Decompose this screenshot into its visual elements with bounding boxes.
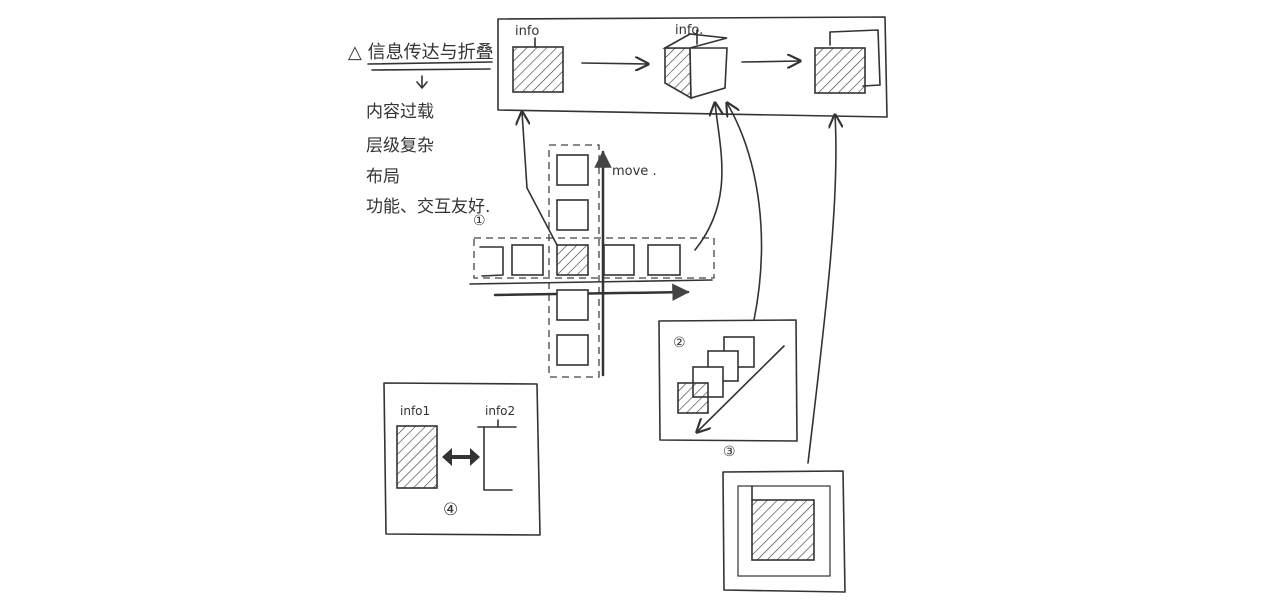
compare-diagram [383, 382, 541, 536]
notes-item: 功能、交互友好. [366, 197, 491, 217]
swap-arrow-icon [442, 448, 480, 466]
move-label: move . [612, 164, 657, 179]
grid-card [647, 244, 681, 276]
info-cube [661, 29, 728, 100]
flow-label-info-cube: info. [675, 23, 704, 38]
notes-item: 布局 [366, 167, 400, 187]
flow-arrow-2 [741, 61, 800, 62]
info-card-stacked [814, 29, 881, 94]
notes-title: △ 信息传达与折叠 [348, 42, 494, 63]
notes-underline [367, 61, 493, 89]
fullscreen-diagram [722, 470, 846, 593]
marker-4: ④ [443, 500, 459, 520]
flow-label-info: info [515, 24, 540, 39]
grid-card [511, 244, 544, 276]
info-card-hatched [512, 46, 564, 93]
grid-card [556, 289, 589, 321]
top-flow-frame [497, 16, 888, 118]
grid-card [556, 199, 589, 231]
marker-3: ③ [723, 444, 736, 460]
cross-diagram [469, 144, 715, 378]
notes-item: 内容过载 [366, 102, 434, 122]
compare-label-info1: info1 [400, 404, 431, 418]
grid-card [556, 334, 589, 366]
flow-arrow-1 [581, 63, 648, 64]
connector-arrows [522, 103, 836, 464]
grid-card [603, 244, 635, 276]
notes-item: 层级复杂 [366, 136, 434, 156]
stack-diagram [658, 319, 798, 442]
compare-label-info2: info2 [485, 404, 516, 418]
grid-card-active [556, 244, 589, 276]
grid-card [556, 154, 589, 186]
marker-1: ① [473, 213, 486, 229]
marker-2: ② [673, 335, 686, 351]
